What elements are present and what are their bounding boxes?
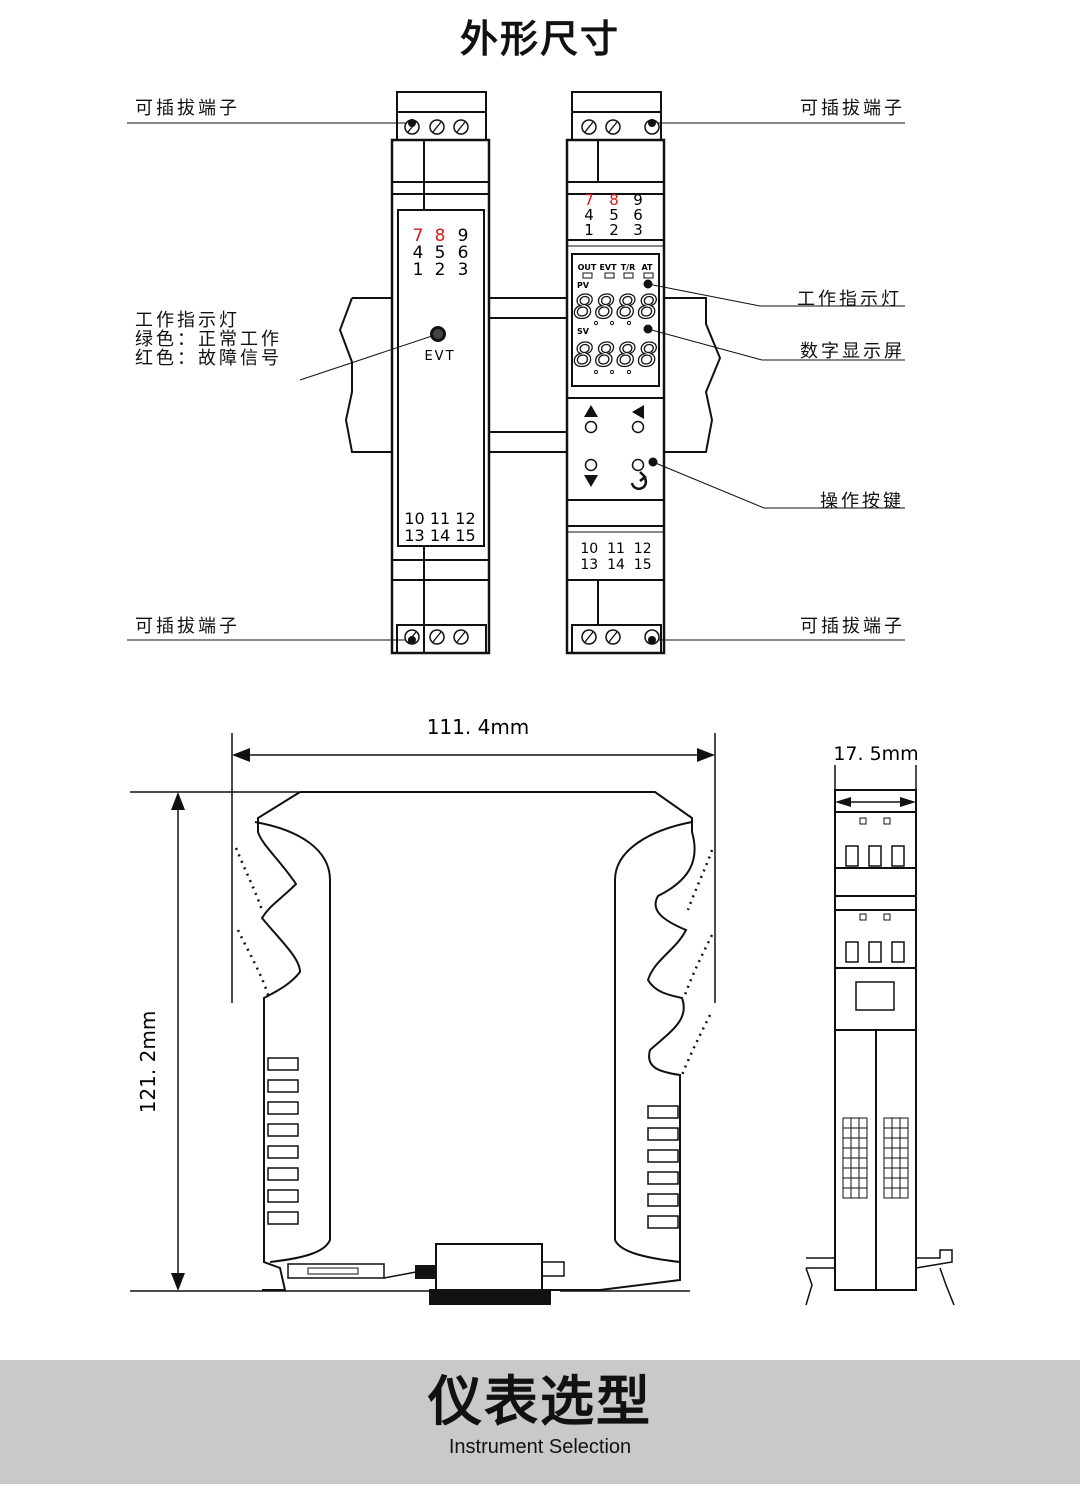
right-terminal-1: 1 (584, 221, 594, 239)
dim-depth: 17. 5mm (833, 743, 918, 765)
up-arrow-icon (584, 405, 598, 417)
section-subtitle: Instrument Selection (448, 1436, 632, 1458)
label-plug-terminal-bottom-right: 可插拔端子 (800, 616, 905, 637)
left-terminal-4: 4 (413, 243, 424, 263)
right-bottom-row1: 10 11 12 (580, 541, 651, 557)
right-terminal-6: 6 (633, 206, 643, 224)
label-indicator-legend: 工作指示灯 绿色：正常工作 红色：故障信号 (135, 311, 282, 368)
pv-label: PV (577, 281, 590, 290)
side-view (130, 733, 716, 1305)
down-arrow-icon (584, 475, 598, 487)
leader-dots (408, 119, 658, 644)
indicator-legend-title: 工作指示灯 (135, 310, 240, 331)
left-terminal-7: 7 (413, 226, 424, 246)
left-arrow-icon (632, 405, 644, 419)
technical-drawing: 7 8 9 4 5 6 1 2 3 EVT 10 11 12 13 14 15 … (127, 91, 955, 1306)
page-title: 外形尺寸 (459, 17, 620, 61)
sv-display: 8888 (573, 336, 658, 374)
label-work-indicator: 工作指示灯 (797, 289, 902, 310)
right-bottom-row2: 13 14 15 (580, 557, 651, 573)
led-at-label: AT (641, 263, 653, 272)
end-view (805, 765, 955, 1306)
left-terminal-8: 8 (435, 226, 446, 246)
dim-height: 121. 2mm (136, 1011, 160, 1114)
dim-width: 111. 4mm (427, 715, 530, 739)
left-bottom-row2: 13 14 15 (404, 526, 475, 545)
led-evt-label: EVT (599, 263, 617, 272)
right-terminal-2: 2 (609, 221, 619, 239)
section-banner: 仪表选型 Instrument Selection (0, 1360, 1080, 1484)
enter-icon (630, 471, 648, 490)
left-terminal-3: 3 (458, 260, 469, 280)
label-plug-terminal-top-right: 可插拔端子 (800, 98, 905, 119)
label-plug-terminal-bottom-left: 可插拔端子 (135, 616, 240, 637)
label-operation-keys: 操作按键 (820, 491, 904, 512)
indicator-legend-green: 绿色：正常工作 (135, 329, 282, 350)
pv-display: 8888 (573, 288, 658, 326)
screw-slots (407, 121, 618, 643)
right-terminal-5: 5 (609, 206, 619, 224)
right-terminal-4: 4 (584, 206, 594, 224)
left-bottom-row1: 10 11 12 (404, 509, 475, 528)
led-out-label: OUT (578, 263, 597, 272)
left-module (390, 91, 491, 655)
left-terminal-1: 1 (413, 260, 424, 280)
leader-lines (127, 122, 905, 641)
right-terminal-7: 7 (584, 191, 594, 209)
key-arrows (584, 405, 644, 487)
evt-led-label: EVT (424, 349, 455, 364)
sv-label: SV (577, 327, 590, 336)
label-plug-terminal-top-left: 可插拔端子 (135, 98, 240, 119)
display-dots (593, 320, 632, 375)
right-terminal-9: 9 (633, 191, 643, 209)
right-terminal-8: 8 (609, 191, 619, 209)
left-terminal-2: 2 (435, 260, 446, 280)
right-terminal-3: 3 (633, 221, 643, 239)
right-module (565, 91, 666, 655)
din-rail (338, 297, 722, 453)
left-terminal-5: 5 (435, 243, 446, 263)
section-title: 仪表选型 (428, 1370, 652, 1433)
led-tr-label: T/R (621, 263, 636, 272)
indicator-legend-red: 红色：故障信号 (135, 348, 282, 369)
left-terminal-6: 6 (458, 243, 469, 263)
label-digital-display: 数字显示屏 (800, 341, 905, 362)
left-terminal-9: 9 (458, 226, 469, 246)
